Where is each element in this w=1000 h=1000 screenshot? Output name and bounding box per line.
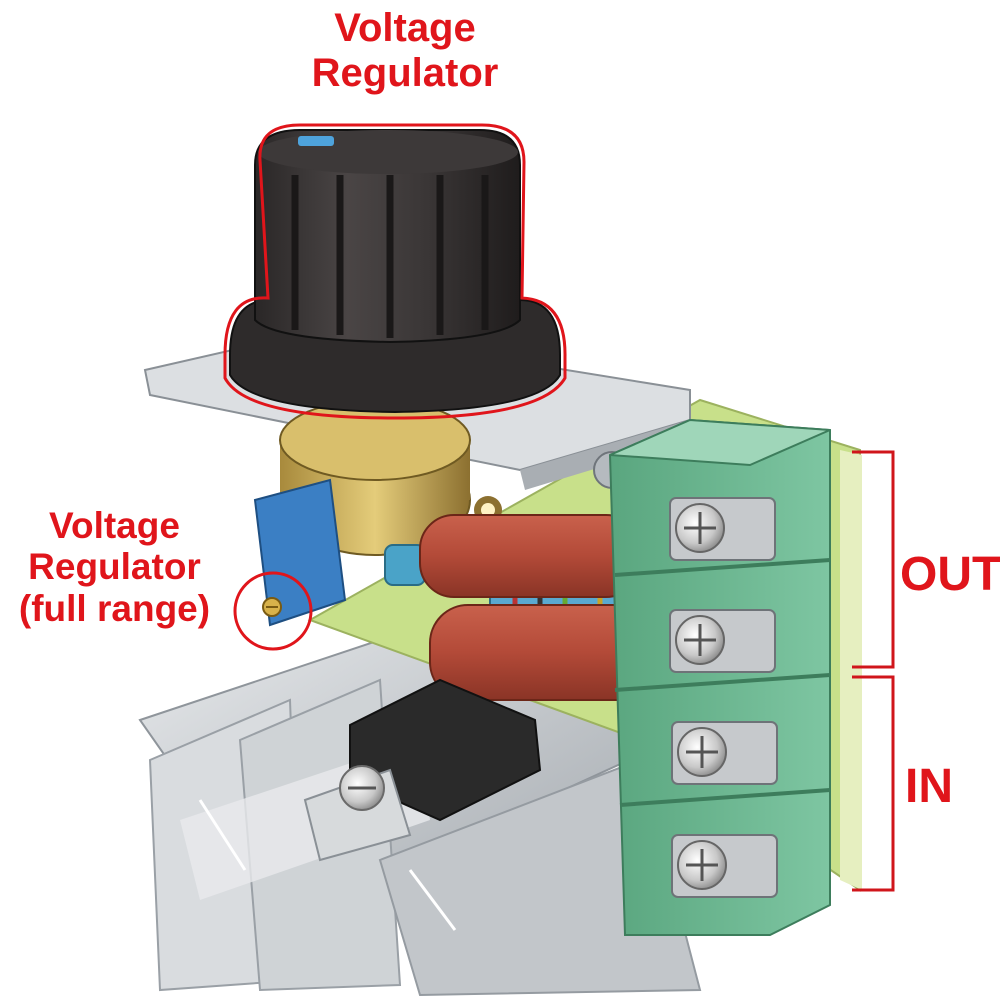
out-bracket (852, 450, 895, 669)
side-annotation: Voltage Regulator (full range) (2, 505, 227, 629)
knob (223, 123, 567, 420)
side-annotation-line1: Voltage (49, 505, 180, 546)
in-label: IN (905, 760, 953, 813)
top-annotation-line1: Voltage (334, 6, 476, 50)
top-annotation-line2: Regulator (311, 50, 499, 95)
trimmer-highlight-circle (233, 571, 313, 651)
out-label: OUT (900, 548, 1000, 601)
trimmer-potentiometer (253, 478, 347, 627)
side-annotation-line2: Regulator (28, 546, 201, 588)
side-annotation-line3: (full range) (18, 587, 211, 629)
terminal-screws (669, 497, 778, 898)
in-bracket (852, 675, 895, 892)
capacitors (419, 514, 661, 701)
terminal-block (608, 418, 831, 936)
triac-chip (303, 678, 542, 862)
top-annotation: Voltage Regulator (280, 6, 530, 96)
